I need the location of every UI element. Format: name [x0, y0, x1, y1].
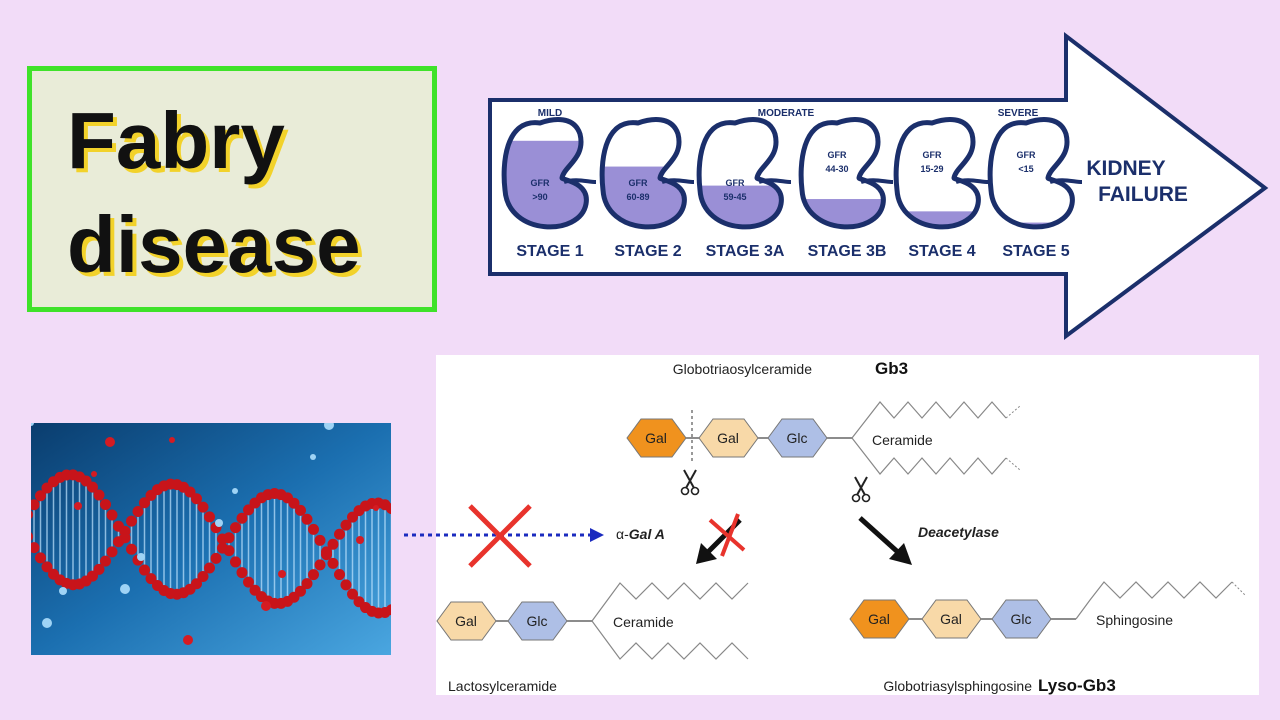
severity-severe: SEVERE [998, 108, 1039, 119]
ureter [860, 178, 894, 184]
lactosylceramide-molecule: Gal Glc Ceramide [436, 582, 749, 660]
kidney-outline [798, 117, 886, 230]
title-box: Fabry disease [27, 66, 437, 312]
stage-label: STAGE 1 [516, 243, 583, 260]
deacetylase-arrow [858, 516, 902, 556]
dotted-arrow-head [590, 528, 604, 542]
alpha-gal-a-label: α-Gal A [616, 526, 665, 542]
stage-label: STAGE 4 [908, 243, 975, 260]
gal-label-5: Gal [940, 611, 962, 627]
glc-hexagon-3 [991, 599, 1052, 639]
lyso-gb3-molecule: Gal Gal Glc Sphingosine [849, 581, 1247, 639]
glc-hexagon-2 [507, 601, 568, 641]
gal-hexagon-1 [626, 418, 687, 458]
gfr-value: >90 [532, 192, 547, 202]
blocked-arrow-cross-icon [708, 513, 746, 557]
gfr-value: 59-45 [723, 192, 746, 202]
kidney-outline [696, 117, 784, 230]
ceramide-chain-bottom [851, 437, 1007, 475]
kidney-body [896, 119, 979, 227]
gfr-label: GFR [629, 178, 648, 188]
gal-label-2: Gal [717, 430, 739, 446]
title-line-2: disease [67, 200, 361, 289]
glc-label-2: Glc [527, 613, 548, 629]
kidney-outline [599, 117, 687, 230]
gfr-label: GFR [828, 150, 847, 160]
sphingosine-chain [1075, 581, 1233, 620]
glc-label: Glc [787, 430, 808, 446]
blocked-arrow-head [696, 543, 717, 564]
kidney-outline [893, 117, 981, 230]
ceramide-chain-top [851, 401, 1007, 439]
ureter [661, 178, 695, 184]
stage-label: STAGE 3B [808, 243, 887, 260]
lactosylceramide-label: Lactosylceramide [448, 678, 557, 694]
stage-label: STAGE 3A [706, 243, 785, 260]
gb3-full-name: Globotriaosylceramide [673, 361, 812, 377]
gb3-molecule: Gal Gal Glc Ceramide [626, 401, 1021, 503]
kidney-failure-line-1: KIDNEY [1086, 157, 1165, 180]
gfr-value: 44-30 [825, 164, 848, 174]
lacto-chain-bottom [591, 620, 749, 660]
gal-label-4: Gal [868, 611, 890, 627]
gb3-name-text: Globotriaosylceramide [673, 361, 812, 377]
gfr-value: 15-29 [920, 164, 943, 174]
kidney-failure-line-2: FAILURE [1098, 183, 1188, 206]
gfr-label: GFR [923, 150, 942, 160]
glc-label-3: Glc [1011, 611, 1032, 627]
gfr-value: <15 [1018, 164, 1033, 174]
ceramide-label-bottom: Ceramide [613, 614, 674, 630]
severity-moderate: MODERATE [758, 108, 815, 119]
gal-label-3: Gal [455, 613, 477, 629]
lacto-chain-top [591, 582, 749, 622]
glc-hexagon [767, 418, 828, 458]
kidney-body [990, 119, 1073, 227]
gb3-abbrev: Gb3 [875, 359, 908, 378]
scissors-icon-1 [680, 469, 700, 496]
ureter [758, 178, 792, 184]
lyso-full-name: Globotriasylsphingosine [883, 678, 1032, 694]
stage-label: STAGE 2 [614, 243, 681, 260]
gfr-value: 60-89 [626, 192, 649, 202]
gal-label-1: Gal [645, 430, 667, 446]
severity-mild: MILD [538, 108, 562, 119]
sphingosine-label: Sphingosine [1096, 612, 1173, 628]
ceramide-label-top: Ceramide [872, 432, 933, 448]
deacetylase-label: Deacetylase [918, 524, 999, 540]
kidney-outline [987, 117, 1075, 230]
gfr-label: GFR [1017, 150, 1036, 160]
lyso-abbrev: Lyso-Gb3 [1038, 676, 1116, 695]
kidney-outline [501, 117, 589, 230]
ureter [955, 178, 989, 184]
title-line-1: Fabry [67, 96, 285, 185]
gal-hexagon-5 [921, 599, 982, 639]
stage-label: STAGE 5 [1002, 243, 1069, 260]
gal-hexagon-4 [849, 599, 910, 639]
gfr-label: GFR [531, 178, 550, 188]
gal-hexagon-3 [436, 601, 497, 641]
dna-helix-image [31, 423, 391, 655]
red-cross-icon [468, 504, 532, 568]
ureter [1049, 178, 1083, 184]
enzyme-name: Gal A [629, 526, 665, 542]
pathway-panel [436, 355, 1259, 695]
ureter [563, 178, 597, 184]
deacetylase-arrow-head [889, 543, 912, 565]
gal-hexagon-2 [698, 418, 759, 458]
alpha-prefix: α- [616, 526, 629, 542]
gfr-label: GFR [726, 178, 745, 188]
scissors-icon-2 [851, 476, 871, 503]
